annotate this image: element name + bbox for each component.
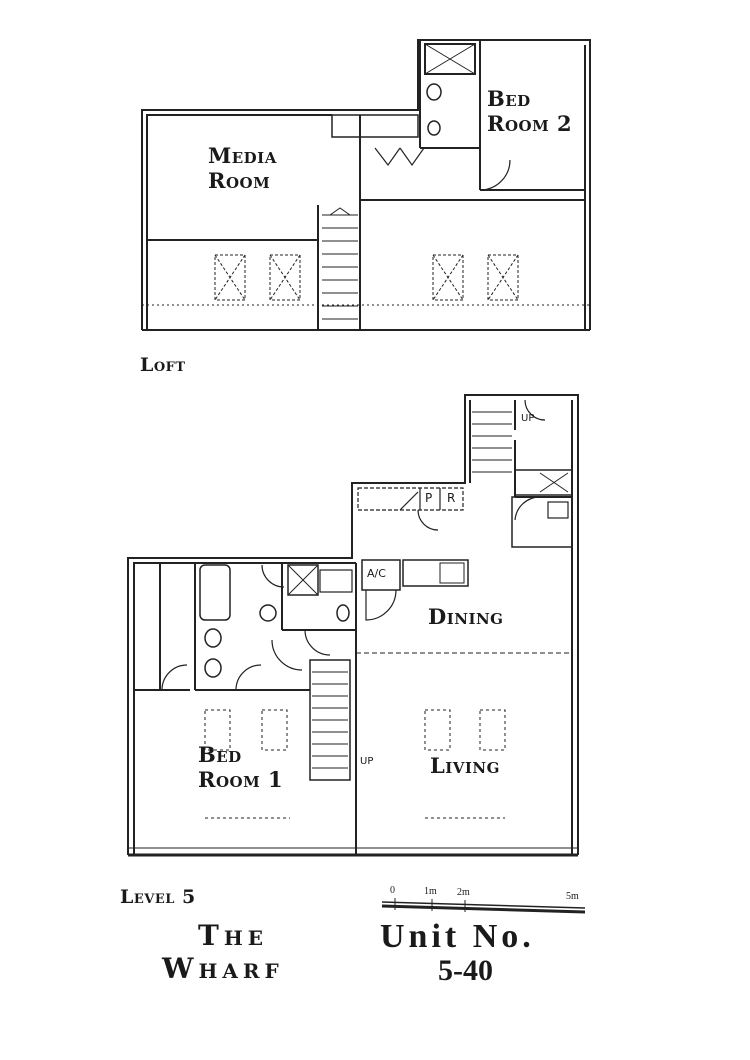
- loft-level-label: Loft: [140, 354, 186, 376]
- bed-room-2-label: Bed Room 2: [487, 88, 572, 134]
- bed-room-2-label-line2: Room 2: [487, 111, 573, 136]
- building-name-line2: Wharf: [162, 952, 284, 985]
- media-room-label-line2: Room: [208, 168, 271, 193]
- pantry-p-label: P: [425, 491, 433, 505]
- level-5-label: Level 5: [120, 886, 196, 908]
- unit-number: 5-40: [438, 954, 493, 987]
- building-name-line1: The: [198, 919, 268, 952]
- scale-mark-1m: 1m: [424, 886, 437, 897]
- ac-label: A/C: [367, 567, 386, 580]
- scale-bar: [381, 898, 586, 914]
- bed-room-1-label: Bed Room 1: [198, 744, 283, 790]
- scale-mark-0: 0: [390, 885, 395, 896]
- media-room-label: Media Room: [208, 145, 277, 191]
- pantry-r-label: R: [447, 491, 456, 505]
- bed-room-1-label-line2: Room 1: [198, 767, 284, 792]
- dining-label: Dining: [428, 604, 504, 629]
- bed-room-1-label-line1: Bed: [198, 742, 242, 767]
- scale-mark-5m: 5m: [566, 891, 579, 902]
- unit-title: Unit No.: [380, 918, 535, 955]
- up-stair-label: UP: [360, 756, 374, 767]
- level5-plan: [127, 394, 579, 857]
- loft-plan: [141, 39, 591, 331]
- media-room-label-line1: Media: [208, 143, 277, 168]
- living-label: Living: [430, 753, 500, 778]
- scale-mark-2m: 2m: [457, 887, 470, 898]
- bed-room-2-label-line1: Bed: [487, 86, 531, 111]
- up-arrow-label-top: UP: [521, 413, 535, 424]
